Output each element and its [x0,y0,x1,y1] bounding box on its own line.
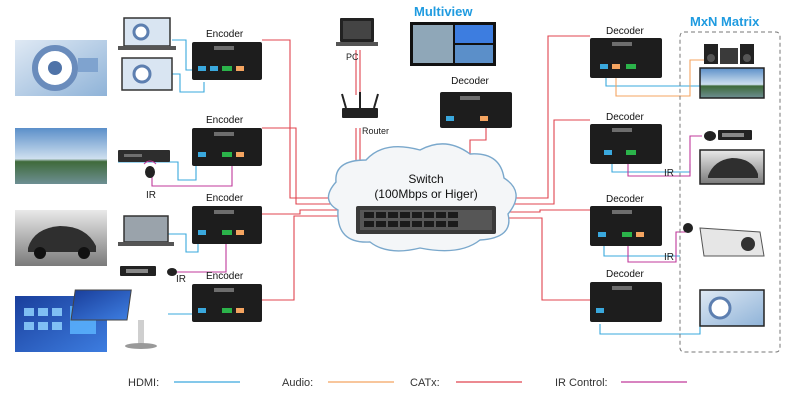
monitor-source [121,57,173,91]
display-dashboard [699,289,765,327]
multiview-decoder [440,92,512,128]
matrix-title: MxN Matrix [690,14,760,29]
switch-label: Switch [408,172,443,186]
switch-sublabel: (100Mbps or Higer) [374,187,477,201]
speaker-system [704,44,754,64]
ir-label-3: IR [664,168,674,179]
router-label: Router [362,126,389,136]
matrix-frame [679,31,781,353]
legend: HDMI: Audio: CATx: IR Control: [128,377,687,389]
multiview-decoder-label: Decoder [451,76,489,87]
kiosk-source [70,289,157,349]
multiview-title: Multiview [414,4,473,19]
display-car [699,149,765,185]
ir-label-4: IR [664,252,674,263]
audio-links [615,59,704,97]
encoder-4 [192,284,262,322]
multiview-screen [410,22,496,66]
decoder-1 [590,38,662,78]
legend-label: HDMI: [128,377,159,389]
laptop-source [118,17,176,50]
encoder-2 [192,128,262,166]
source-dashboard-image [15,40,107,96]
pc-icon [336,18,378,46]
decoder-label-1: Decoder [606,26,644,37]
decoder-label-3: Decoder [606,194,644,205]
decoder-label-4: Decoder [606,269,644,280]
decoder-2 [590,124,662,164]
network-switch [356,206,496,234]
laptop-source-2 [118,215,174,246]
router-icon [341,92,379,118]
display-landscape [699,67,765,99]
encoder-label-2: Encoder [206,115,244,126]
source-car-image [15,210,107,266]
legend-label: Audio: [282,377,313,389]
ir-label-1: IR [146,190,156,201]
pc-label: PC [346,52,359,62]
media-player [118,150,170,162]
decoder-3 [590,206,662,246]
encoder-1 [192,42,262,80]
encoder-3 [192,206,262,244]
decoder-label-2: Decoder [606,112,644,123]
ir-sensor-1 [143,160,157,178]
ir-receiver-2 [704,130,752,141]
encoder-label-1: Encoder [206,29,244,40]
encoder-label-4: Encoder [206,271,244,282]
catx-links [262,35,590,301]
legend-label: IR Control: [555,377,608,389]
ir-label-2: IR [176,274,186,285]
encoder-label-3: Encoder [206,193,244,204]
source-landscape-image [15,128,107,184]
legend-label: CATx: [410,377,440,389]
ir-links [151,135,702,273]
ir-emitter-left [120,266,177,276]
decoder-4 [590,282,662,322]
projector [683,223,765,257]
